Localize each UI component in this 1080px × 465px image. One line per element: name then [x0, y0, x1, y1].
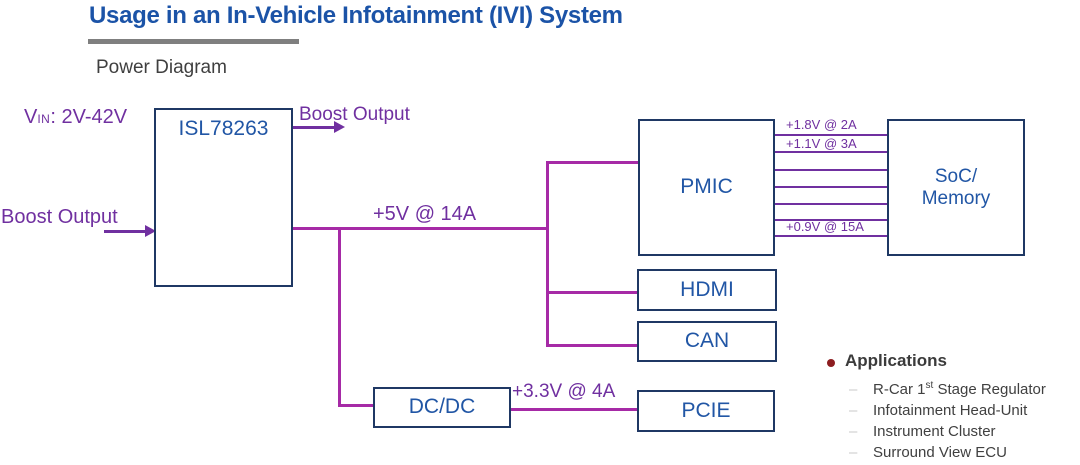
block-isl78263: ISL78263 [154, 108, 293, 287]
rail-3 [775, 169, 887, 171]
block-pcie: PCIE [637, 390, 775, 432]
rail-1v1 [775, 151, 887, 153]
block-hdmi-label: HDMI [680, 277, 734, 301]
list-item: – Instrument Cluster [849, 421, 1046, 442]
block-dcdc: DC/DC [373, 387, 511, 428]
dash-marker-icon: – [849, 402, 858, 419]
dash-marker-icon: – [849, 381, 858, 398]
list-item: – Surround View ECU [849, 442, 1046, 463]
wire-dcdc-drop [338, 227, 341, 407]
boost-output-top-arrowhead-icon [334, 121, 345, 133]
applications-bullet-icon [827, 359, 835, 367]
boost-output-left-label: Boost Output [1, 206, 118, 228]
block-pmic: PMIC [638, 119, 775, 256]
application-item-text: R-Car 1st Stage Regulator [873, 380, 1046, 399]
rail-1v1-label: +1.1V @ 3A [786, 136, 857, 151]
wire-can-feed [546, 344, 639, 347]
vin-range-label: VIN: 2V-42V [24, 106, 127, 129]
boost-output-left-arrowhead-icon [145, 225, 156, 237]
block-soc-memory: SoC/ Memory [887, 119, 1025, 256]
rail-6 [775, 219, 887, 221]
block-soc-label-line2: Memory [921, 187, 991, 209]
block-soc-label-line1: SoC/ [934, 165, 978, 187]
title-underline [88, 39, 299, 44]
applications-title: Applications [845, 351, 948, 370]
block-can: CAN [637, 321, 777, 362]
wire-pmic-feed [546, 161, 640, 164]
dash-marker-icon: – [849, 423, 858, 440]
rail-1v8-label: +1.8V @ 2A [786, 117, 857, 132]
dash-marker-icon: – [849, 444, 858, 461]
vin-v: V [24, 106, 38, 128]
block-can-label: CAN [684, 329, 730, 353]
rail-1v8 [775, 134, 887, 136]
block-isl78263-label: ISL78263 [178, 117, 269, 140]
wire-hdmi-feed [546, 291, 639, 294]
block-pmic-label: PMIC [680, 175, 733, 199]
block-dcdc-label: DC/DC [408, 395, 476, 419]
vin-sub: IN [37, 112, 51, 126]
page-title: Usage in an In-Vehicle Infotainment (IVI… [89, 2, 623, 29]
rail-0v9 [775, 235, 887, 237]
rail-4 [775, 186, 887, 188]
rail-5 [775, 203, 887, 205]
list-item: – R-Car 1st Stage Regulator [849, 379, 1046, 400]
list-item: – Infotainment Head-Unit [849, 400, 1046, 421]
wire-dcdc-feed [338, 404, 375, 407]
boost-output-top-label: Boost Output [299, 104, 410, 125]
boost-output-top-arrow-line [293, 126, 335, 129]
block-pcie-label: PCIE [681, 398, 731, 422]
rail-0v9-label: +0.9V @ 15A [786, 219, 864, 234]
application-item-text: Surround View ECU [873, 444, 1007, 461]
application-item-text: Instrument Cluster [873, 423, 996, 440]
diagram-subtitle: Power Diagram [96, 57, 227, 78]
applications-list: – R-Car 1st Stage Regulator – Infotainme… [849, 379, 1046, 463]
wire-5v-bus [546, 161, 549, 347]
wire-5v-trunk [292, 227, 548, 230]
wire-pcie-feed [511, 408, 639, 411]
block-hdmi: HDMI [637, 269, 777, 311]
rail-5v-label: +5V @ 14A [373, 203, 477, 225]
rail-3v3-label: +3.3V @ 4A [512, 381, 616, 402]
application-item-text: Infotainment Head-Unit [873, 402, 1028, 419]
vin-rest: : 2V-42V [50, 106, 128, 128]
boost-output-left-arrow-line [104, 230, 146, 233]
